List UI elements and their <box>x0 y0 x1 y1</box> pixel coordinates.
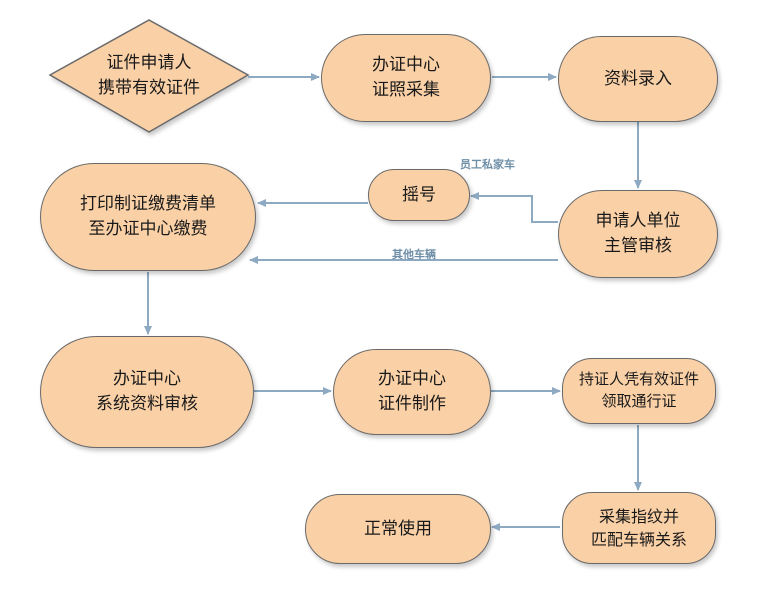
node-lottery-text: 摇号 <box>402 184 436 205</box>
node-normal-use: 正常使用 <box>305 494 491 564</box>
node-applicant-text: 证件申请人 携带有效证件 <box>98 53 200 98</box>
node-photo-text: 办证中心 证照采集 <box>372 55 440 100</box>
node-system-review-text: 办证中心 系统资料审核 <box>96 369 198 414</box>
node-print-bill-text: 打印制证缴费清单 至办证中心缴费 <box>80 194 216 239</box>
node-collect-pass: 持证人凭有效证件 领取通行证 <box>562 358 716 424</box>
applicant-diamond-shape <box>48 19 250 133</box>
node-photo: 办证中心 证照采集 <box>321 34 491 122</box>
arrow-unit-review-to-lottery <box>470 192 558 223</box>
node-data-entry-text: 资料录入 <box>604 68 672 89</box>
node-data-entry: 资料录入 <box>558 36 718 122</box>
node-system-review: 办证中心 系统资料审核 <box>40 336 254 448</box>
node-lottery: 摇号 <box>368 169 470 221</box>
node-print-bill: 打印制证缴费清单 至办证中心缴费 <box>40 163 256 271</box>
edge-label-staff-car: 员工私家车 <box>460 158 515 171</box>
node-unit-review: 申请人单位 主管审核 <box>558 190 718 278</box>
node-fingerprint: 采集指纹并 匹配车辆关系 <box>562 492 716 564</box>
edge-label-other-vehicles: 其他车辆 <box>392 248 436 261</box>
node-collect-pass-text: 持证人凭有效证件 领取通行证 <box>578 370 699 410</box>
node-applicant: 证件申请人 携带有效证件 <box>50 20 248 132</box>
node-make-card-text: 办证中心 证件制作 <box>378 369 446 414</box>
node-normal-use-text: 正常使用 <box>364 518 432 539</box>
node-make-card: 办证中心 证件制作 <box>333 349 491 435</box>
node-fingerprint-text: 采集指纹并 匹配车辆关系 <box>590 506 687 549</box>
node-unit-review-text: 申请人单位 主管审核 <box>595 211 681 256</box>
